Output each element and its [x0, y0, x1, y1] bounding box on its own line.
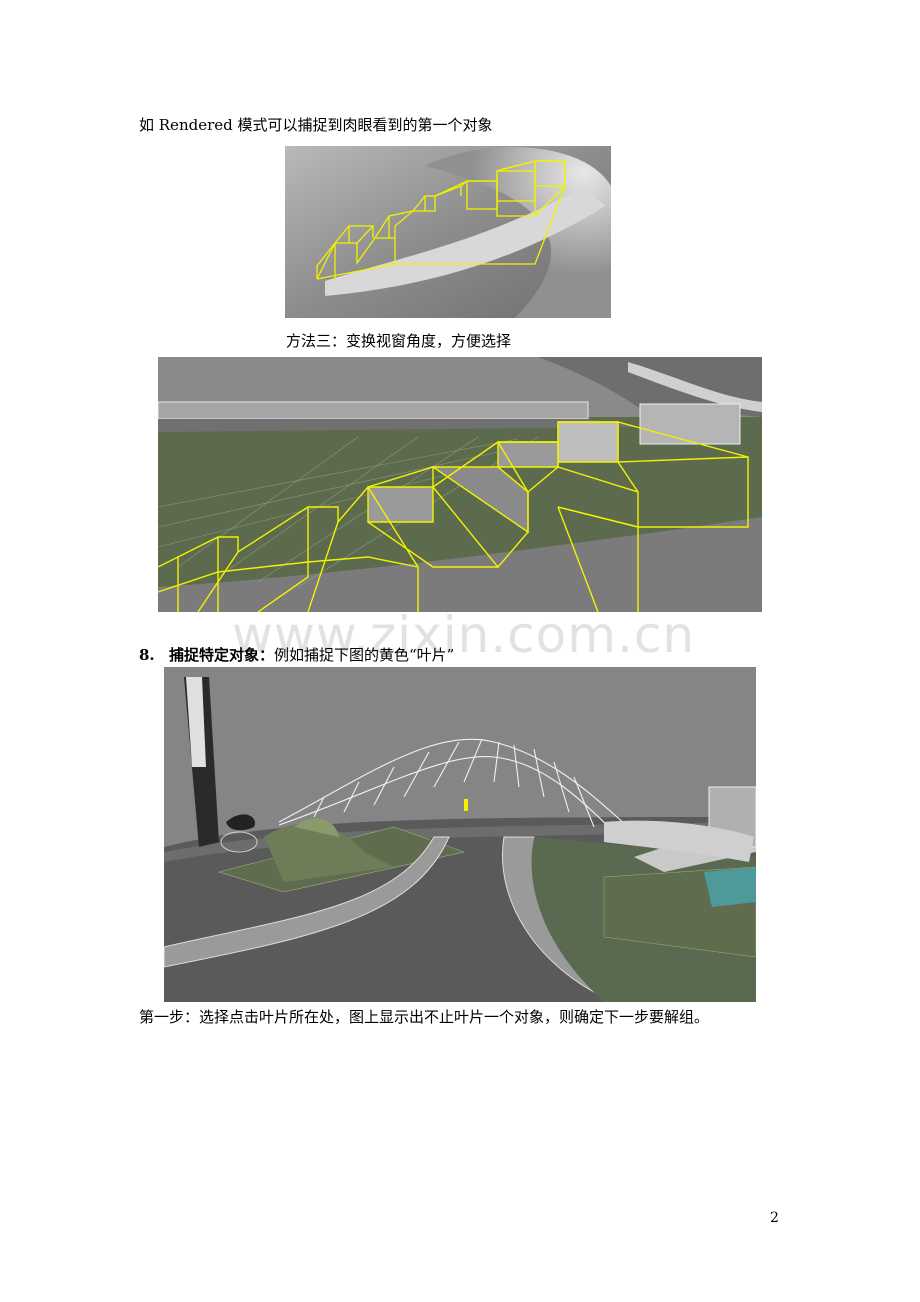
figure-bridge-scene	[164, 667, 756, 1002]
section-8-number: 8.	[139, 646, 155, 664]
caption-method-three: 方法三：变换视窗角度，方便选择	[286, 332, 512, 350]
page-number: 2	[770, 1210, 779, 1226]
figure-stairs-rendered	[285, 146, 611, 318]
section-8-line: 8. 捕捉特定对象：例如捕捉下图的黄色“叶片”	[139, 646, 454, 664]
section-8-heading: 捕捉特定对象：	[168, 646, 274, 664]
paragraph-step-one: 第一步：选择点击叶片所在处，图上显示出不止叶片一个对象，则确定下一步要解组。	[139, 1008, 710, 1026]
section-8-text: 例如捕捉下图的黄色“叶片”	[274, 646, 455, 664]
watermark: www.zixin.com.cn	[232, 606, 696, 664]
figure-stairs-angle	[158, 357, 762, 612]
paragraph-rendered-mode: 如 Rendered 模式可以捕捉到肉眼看到的第一个对象	[139, 116, 493, 134]
